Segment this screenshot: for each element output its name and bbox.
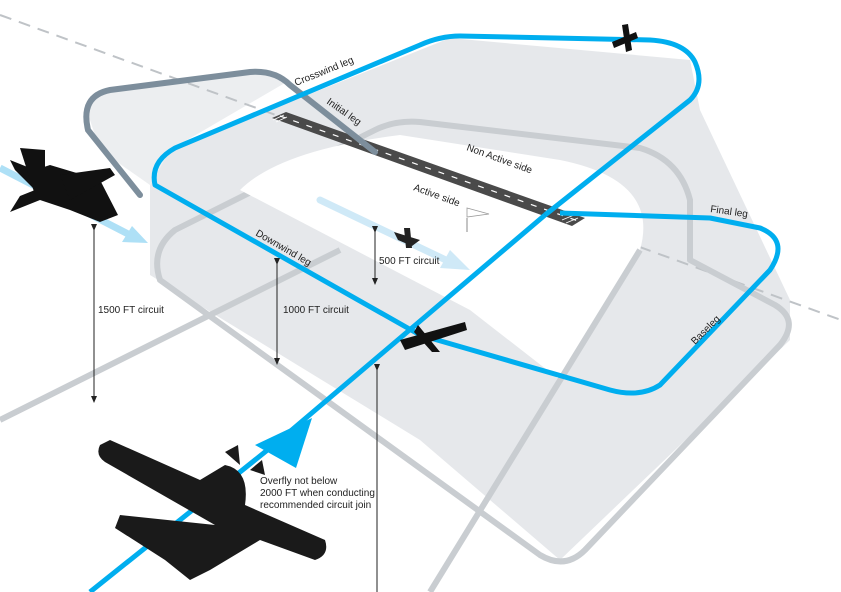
label-1000ft-circuit: 1000 FT circuit <box>283 305 349 316</box>
light-aircraft-runway-icon <box>394 228 420 248</box>
label-overfly-line3: recommended circuit join <box>260 500 371 511</box>
light-aircraft-top-icon <box>612 24 638 52</box>
join-arrowhead-left <box>122 226 148 243</box>
runway-centreline <box>279 115 579 222</box>
ground-line-2 <box>427 248 643 592</box>
takeoff-direction-arrow <box>316 196 454 266</box>
label-overfly-line2: 2000 FT when conducting <box>260 488 375 499</box>
label-500ft-circuit: 500 FT circuit <box>379 256 440 267</box>
upper-curtain-left <box>85 72 290 185</box>
initial-leg-path <box>83 68 378 198</box>
ground-taxi-line <box>0 247 342 423</box>
large-aircraft-join-icon <box>98 440 327 580</box>
label-1500ft-circuit: 1500 FT circuit <box>98 305 164 316</box>
join-direction-arrowhead <box>255 418 312 468</box>
windsock-icon <box>466 207 490 232</box>
light-aircraft-downwind-icon <box>400 322 467 352</box>
label-overfly-line1: Overfly not below <box>260 476 338 487</box>
ground-circuit-outline <box>154 118 792 565</box>
label-final-leg: Final leg <box>710 204 749 220</box>
circuit-1000ft <box>151 33 781 396</box>
twin-turboprop-aircraft-icon <box>10 148 118 222</box>
takeoff-arrowhead <box>440 250 470 270</box>
